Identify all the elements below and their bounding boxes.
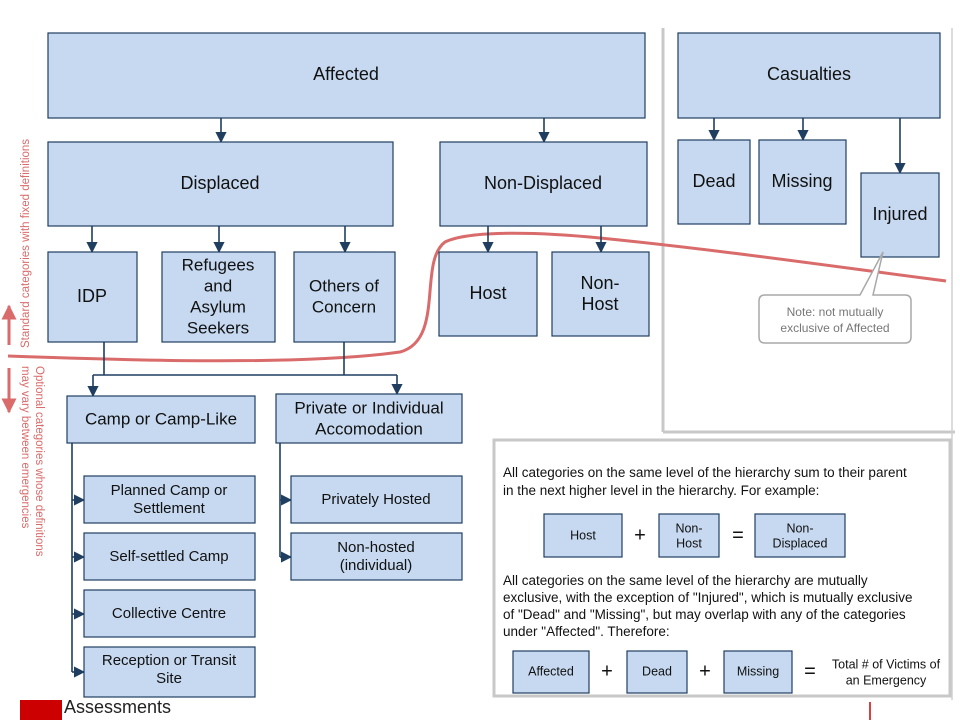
eq2-result-line-1: Total # of Victims of [832,657,941,671]
eq2-dead-label: Dead [642,664,672,678]
privately-hosted-label: Privately Hosted [321,491,430,508]
missing-label: Missing [771,171,832,191]
non-host-box [551,251,650,337]
injured-label: Injured [872,204,927,224]
eq1-host-label: Host [570,528,596,542]
privately-hosted-box [290,475,463,524]
eq1-plus: + [634,524,646,546]
footer-text: Assessments [64,697,171,717]
footer-logo-mark [20,700,62,720]
missing-box [758,139,847,225]
dead-box [677,139,751,225]
others-label-2: Concern [312,297,376,316]
standard-categories-label: Standard categories with fixed definitio… [20,139,32,348]
eq2-missing-box [723,650,793,694]
eq1-non-displaced-label-2: Displaced [773,536,828,550]
refugees-box [161,251,276,343]
eq2-plus-2: + [699,660,711,682]
refugees-label-1: Refugees [182,255,255,274]
self-settled-label: Self-settled Camp [109,548,228,565]
para1-line-1: All categories on the same level of the … [503,465,907,480]
private-label-2: Accomodation [315,419,423,438]
optional-categories-label-1: Optional categories whose definitions [33,366,45,557]
private-label-1: Private or Individual [294,398,443,417]
refugees-label-4: Seekers [187,318,249,337]
others-of-concern-box [293,251,396,343]
eq2-result-line-2: an Emergency [846,673,927,687]
reception-label-1: Reception or Transit [102,652,237,669]
affected-box [47,32,646,119]
para2-line-4: under "Affected". Therefore: [503,624,670,639]
eq2-plus-1: + [601,660,613,682]
idp-label: IDP [77,286,107,306]
para2-line-3: of "Dead" and "Missing", but may overlap… [503,607,906,622]
reception-label-2: Site [156,670,182,687]
casualties-box [677,32,941,119]
private-accommodation-box [275,393,463,444]
non-hosted-label-1: Non-hosted [337,539,415,556]
eq2-affected-box [512,650,590,694]
para2-line-2: exclusive, with the exception of "Injure… [503,590,913,605]
non-hosted-label-2: (individual) [340,557,413,574]
non-hosted-box [290,532,463,581]
non-displaced-box [439,141,648,227]
host-label: Host [469,283,506,303]
eq2-equals: = [804,660,816,682]
camp-box [66,395,256,444]
casualties-label: Casualties [767,64,851,84]
camp-label: Camp or Camp-Like [85,409,237,428]
note-line-2: exclusive of Affected [780,321,889,335]
non-displaced-label: Non-Displaced [484,173,602,193]
non-host-label-1: Non- [580,273,619,293]
eq2-dead-box [626,650,688,694]
affected-label: Affected [313,64,379,84]
optional-categories-label-2: may vary between emergencies [19,366,31,529]
self-settled-box [83,532,256,581]
eq1-non-host-box [658,513,720,558]
collective-centre-box [83,589,256,638]
eq2-missing-label: Missing [737,664,779,678]
para1-line-2: in the next higher level in the hierarch… [503,483,819,498]
eq1-equals: = [732,524,744,546]
host-box [438,251,538,337]
injured-box [860,172,940,258]
planned-label-2: Settlement [133,500,206,517]
planned-camp-box [83,475,256,524]
refugees-label-2: and [204,276,232,295]
connectors [71,118,906,678]
planned-label-1: Planned Camp or [111,482,228,499]
eq1-non-host-label-2: Host [676,536,702,550]
standard-optional-divider [7,231,947,363]
displaced-label: Displaced [180,173,259,193]
refugees-label-3: Asylum [190,297,246,316]
note-callout [758,251,912,344]
idp-box [47,251,138,343]
eq1-non-host-label-1: Non- [675,521,702,535]
eq1-non-displaced-box [754,513,846,558]
eq2-affected-label: Affected [528,664,574,678]
displaced-box [47,141,394,227]
eq1-host-box [543,513,623,558]
eq1-non-displaced-label-1: Non- [786,521,813,535]
collective-label: Collective Centre [112,605,226,622]
others-label-1: Others of [309,276,379,295]
non-host-label-2: Host [581,294,618,314]
note-line-1: Note: not mutually [787,305,884,319]
para2-line-1: All categories on the same level of the … [503,573,868,588]
reception-site-box [83,646,256,698]
dead-label: Dead [692,171,735,191]
